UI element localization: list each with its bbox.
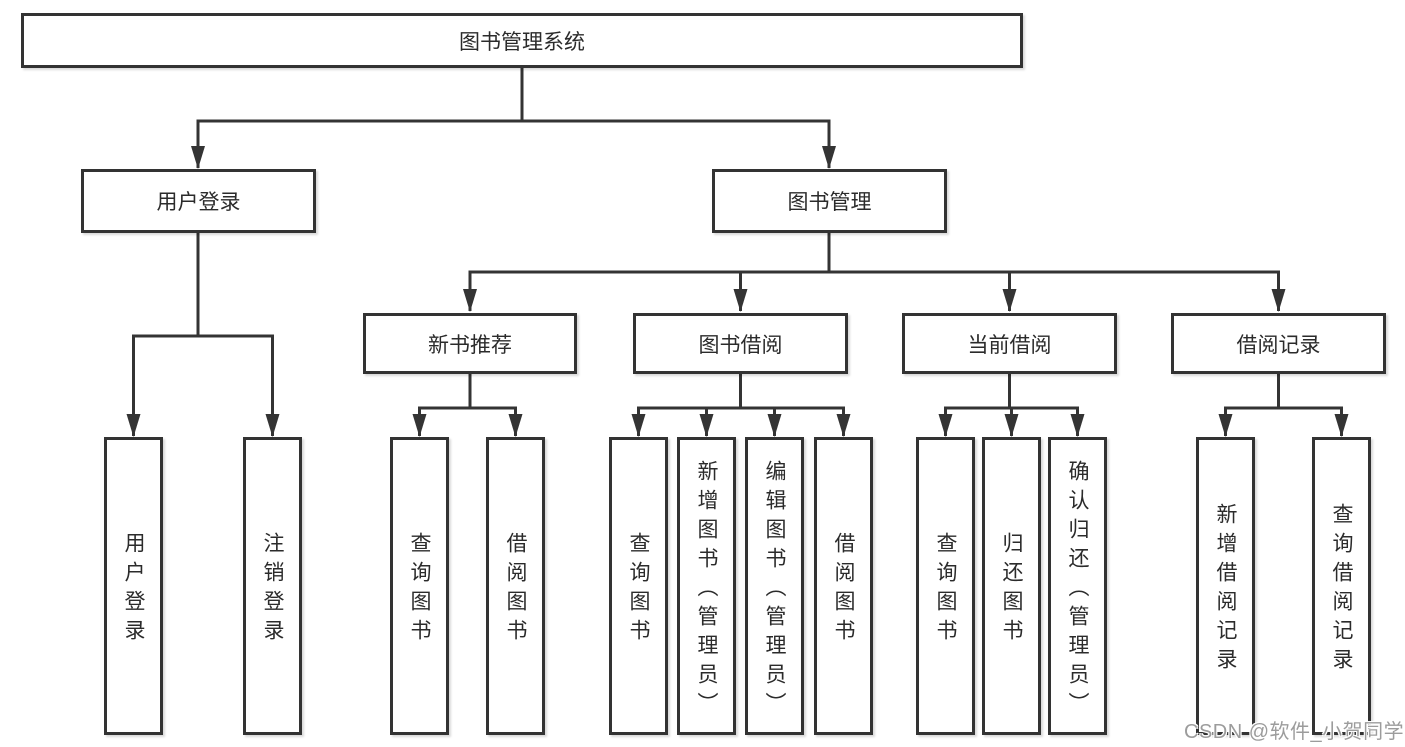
leaf-cb-query-books-label: 查询图书 [934, 532, 957, 648]
node-user-login-label: 用户登录 [156, 191, 241, 214]
leaf-bb-edit-books-admin-label: 编辑图书（管理员） [763, 459, 786, 721]
leaf-bb-edit-books-admin: 编辑图书（管理员） [745, 437, 804, 735]
node-current-borrowing: 当前借阅 [902, 313, 1117, 374]
leaf-bb-query-books-label: 查询图书 [627, 532, 650, 648]
leaf-nbr-query-books: 查询图书 [390, 437, 449, 735]
leaf-br-query-record-label: 查询借阅记录 [1330, 503, 1353, 677]
leaf-br-query-record: 查询借阅记录 [1312, 437, 1371, 735]
leaf-user-login-label: 用户登录 [122, 532, 145, 648]
leaf-cb-confirm-return-admin: 确认归还（管理员） [1048, 437, 1107, 735]
node-borrowing-records-label: 借阅记录 [1236, 333, 1321, 357]
leaf-nbr-query-books-label: 查询图书 [408, 532, 431, 648]
node-root: 图书管理系统 [21, 13, 1023, 68]
leaf-cb-return-books: 归还图书 [982, 437, 1041, 735]
leaf-bb-add-books-admin-label: 新增图书（管理员） [695, 459, 718, 721]
leaf-br-add-record: 新增借阅记录 [1196, 437, 1255, 735]
leaf-logout-label: 注销登录 [261, 532, 284, 648]
leaf-cb-confirm-return-admin-label: 确认归还（管理员） [1066, 459, 1089, 721]
node-borrowing-records: 借阅记录 [1171, 313, 1386, 374]
leaf-br-add-record-label: 新增借阅记录 [1214, 503, 1237, 677]
connector-new-book-recommend-branch [412, 374, 523, 437]
connector-root-to-level2 [191, 68, 836, 169]
leaf-user-login: 用户登录 [104, 437, 163, 735]
leaf-nbr-borrow-books: 借阅图书 [486, 437, 545, 735]
leaf-cb-return-books-label: 归还图书 [1000, 532, 1023, 648]
leaf-bb-borrow-books: 借阅图书 [814, 437, 873, 735]
leaf-nbr-borrow-books-label: 借阅图书 [504, 532, 527, 648]
leaf-cb-query-books: 查询图书 [916, 437, 975, 735]
connector-borrowing-records-branch [1218, 374, 1349, 437]
node-root-label: 图书管理系统 [459, 30, 585, 54]
leaf-bb-query-books: 查询图书 [609, 437, 668, 735]
csdn-watermark: CSDN @软件_小贺同学 [1184, 721, 1405, 743]
node-new-book-recommend: 新书推荐 [363, 313, 577, 374]
node-user-login: 用户登录 [81, 169, 316, 233]
leaf-bb-borrow-books-label: 借阅图书 [832, 532, 855, 648]
leaf-logout: 注销登录 [243, 437, 302, 735]
node-book-management-label: 图书管理 [787, 191, 872, 214]
node-book-borrowing-label: 图书借阅 [698, 333, 783, 357]
node-book-borrowing: 图书借阅 [633, 313, 848, 374]
connector-book-management-branch [463, 233, 1286, 312]
leaf-bb-add-books-admin: 新增图书（管理员） [677, 437, 736, 735]
node-new-book-recommend-label: 新书推荐 [428, 333, 512, 357]
connector-current-borrowing-branch [938, 374, 1085, 437]
node-book-management: 图书管理 [712, 169, 947, 233]
node-current-borrowing-label: 当前借阅 [967, 333, 1052, 357]
connector-user-login-branch [126, 233, 280, 437]
connector-book-borrowing-branch [631, 374, 851, 437]
